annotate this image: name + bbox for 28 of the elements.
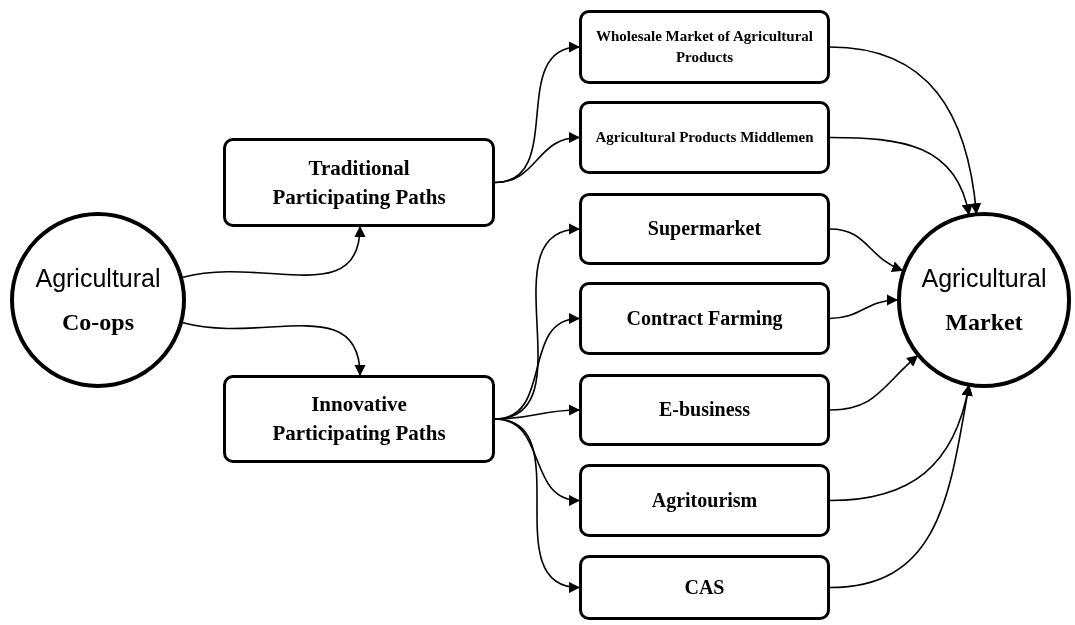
node-label: Traditional Participating Paths xyxy=(271,154,447,211)
node-label: Agritourism xyxy=(651,487,758,514)
process-box xyxy=(579,555,830,620)
node-label: Wholesale Market of Agricultural Products xyxy=(594,27,814,67)
node-label: Agricultural xyxy=(921,263,1047,295)
arrow xyxy=(829,46,981,215)
process-box xyxy=(579,374,830,446)
node-label: Agricultural Products Middlemen xyxy=(595,128,814,148)
process-box xyxy=(579,193,830,265)
arrow xyxy=(829,228,904,272)
process-box xyxy=(579,464,830,537)
node-label: Market xyxy=(945,307,1023,337)
process-box xyxy=(579,10,830,84)
process-box xyxy=(579,101,830,174)
node-label: Co-ops xyxy=(62,307,134,337)
process-box xyxy=(223,375,495,463)
process-box xyxy=(579,282,830,355)
node-label: CAS xyxy=(684,574,725,600)
arrow xyxy=(494,132,581,184)
arrow xyxy=(829,294,899,320)
node-label: Agricultural xyxy=(35,263,161,295)
node-label: Supermarket xyxy=(647,216,762,242)
process-box xyxy=(223,138,495,227)
node-label: Contract Farming xyxy=(626,305,783,332)
arrow xyxy=(829,355,919,411)
node-label: E-business xyxy=(658,397,751,423)
node-label: Innovative Participating Paths xyxy=(271,391,447,447)
arrow xyxy=(494,43,581,184)
